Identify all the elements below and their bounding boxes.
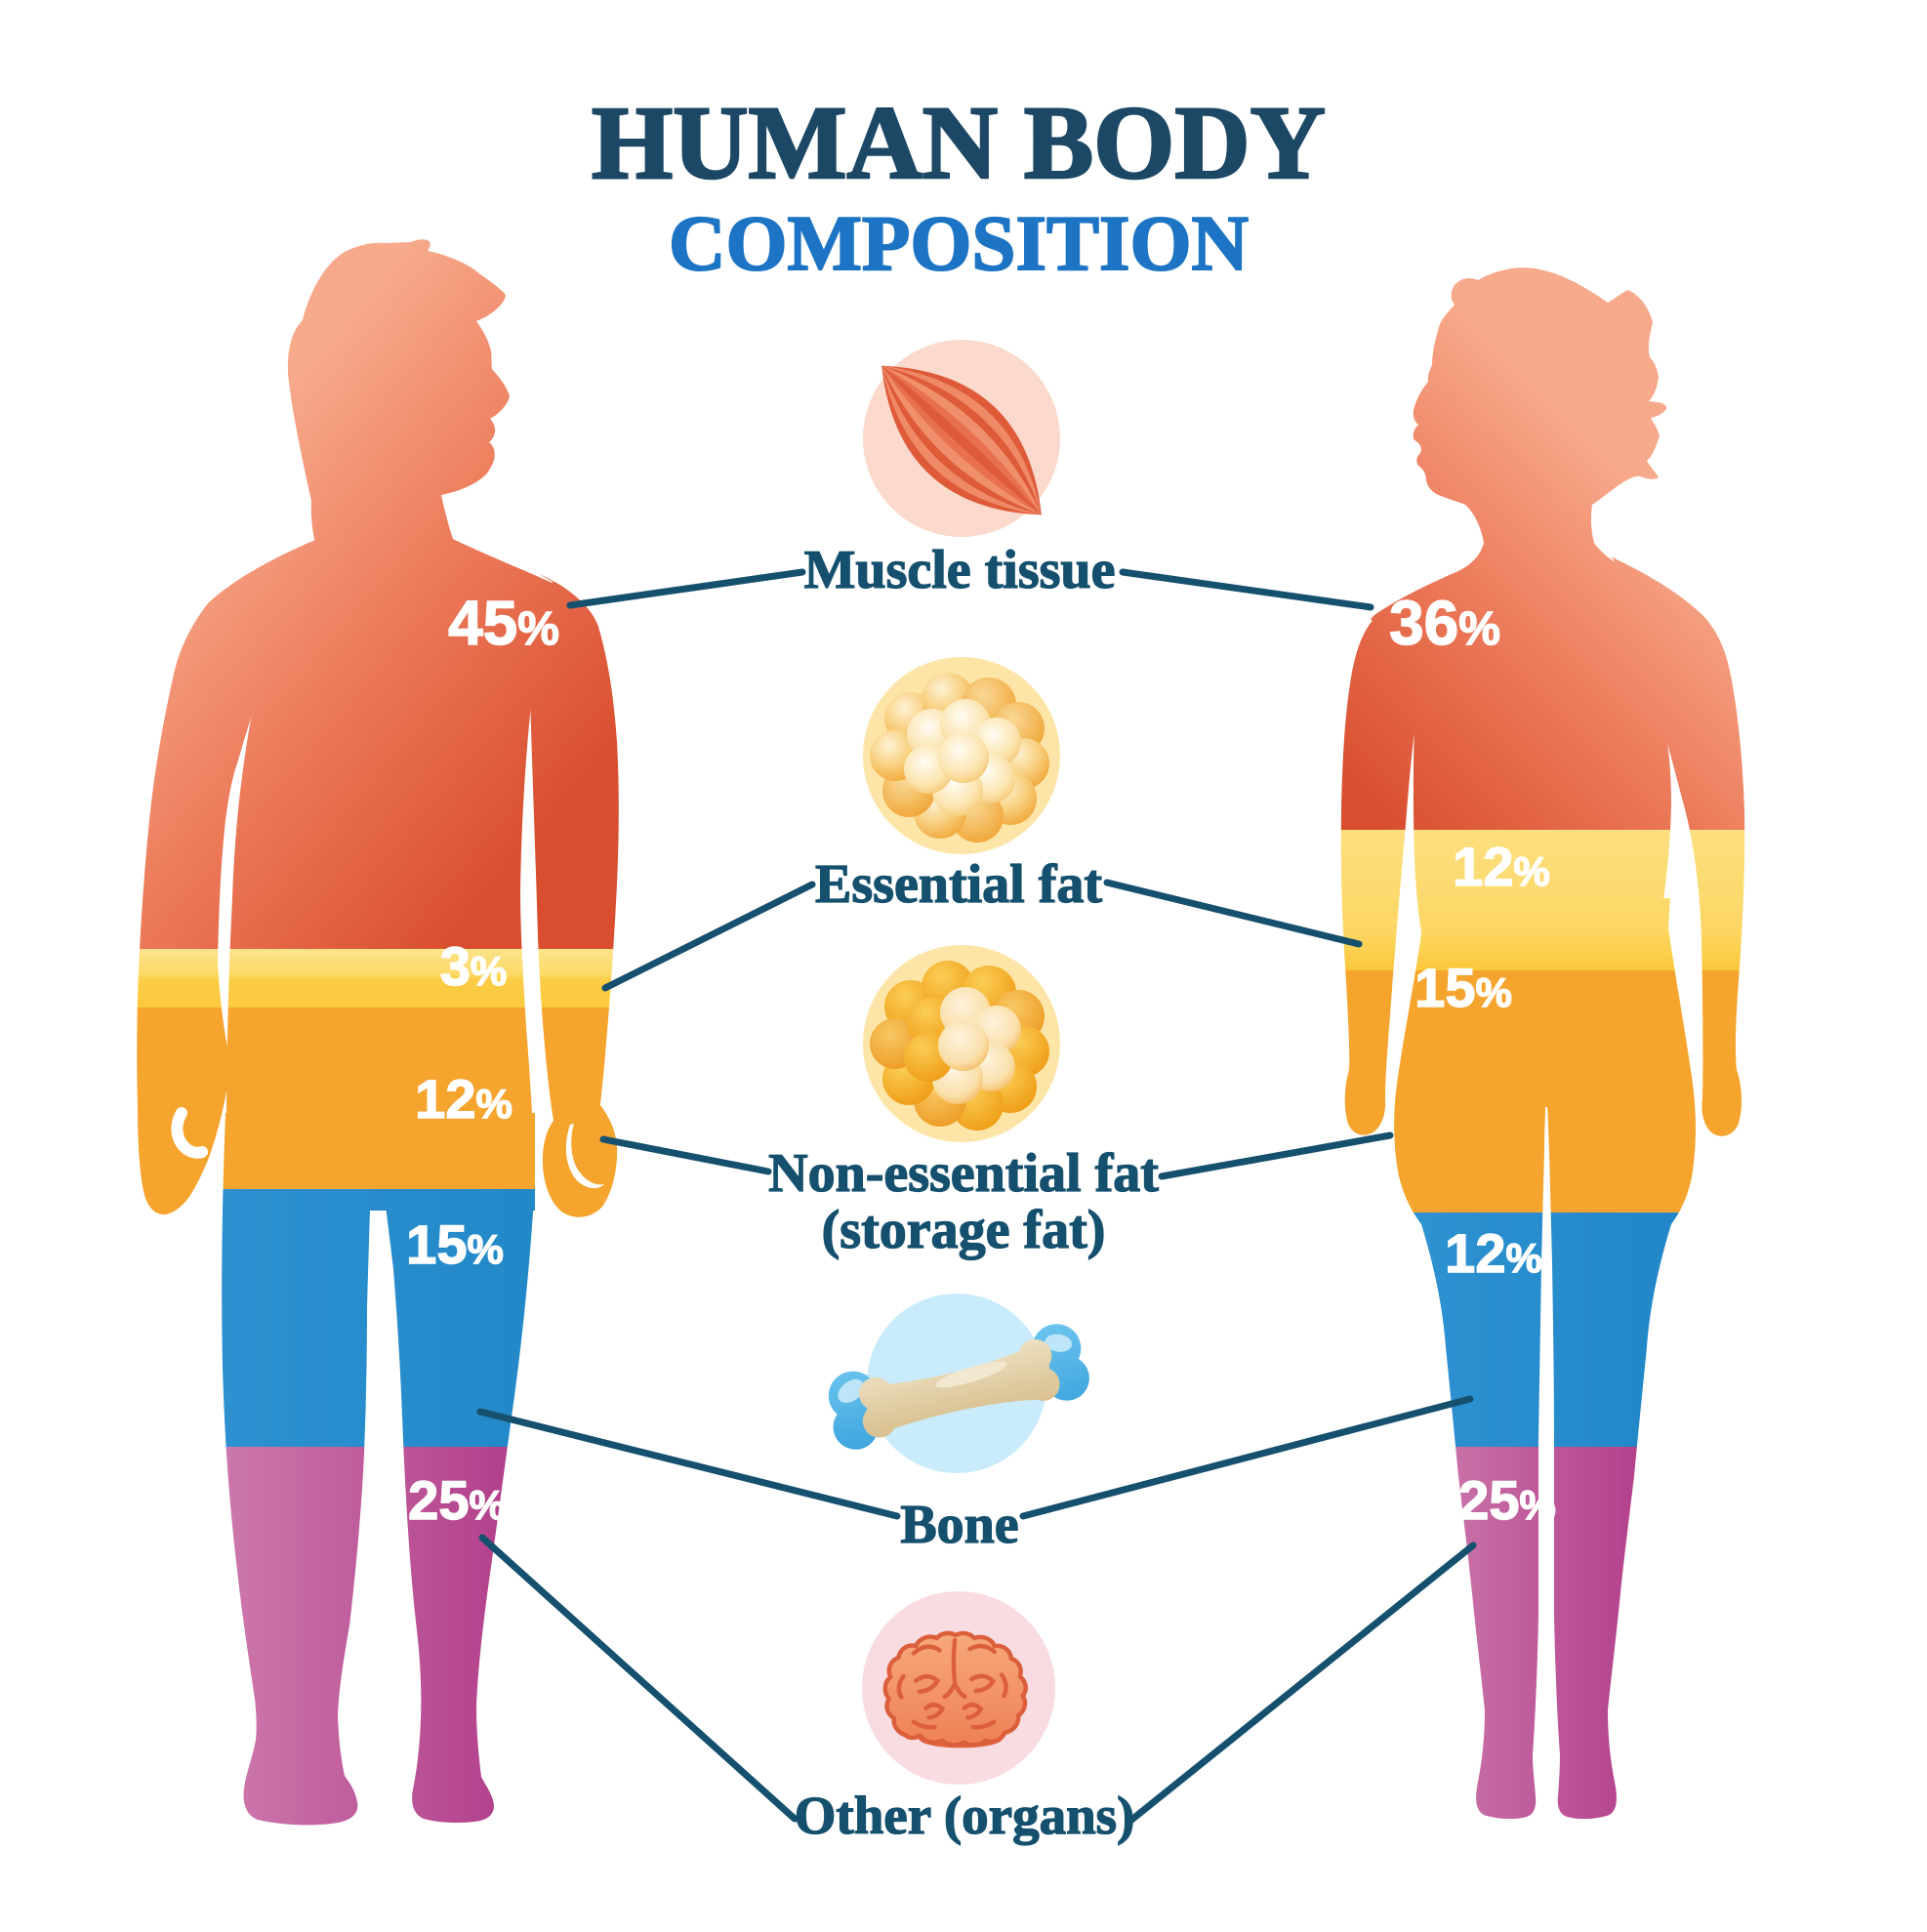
- svg-text:12%: 12%: [1453, 836, 1550, 897]
- svg-text:Muscle tissue: Muscle tissue: [804, 540, 1116, 600]
- svg-text:Other (organs): Other (organs): [795, 1786, 1135, 1845]
- svg-text:15%: 15%: [406, 1213, 504, 1275]
- svg-text:Non-essential fat: Non-essential fat: [768, 1143, 1159, 1204]
- svg-text:25%: 25%: [408, 1469, 506, 1531]
- svg-text:25%: 25%: [1458, 1469, 1556, 1531]
- svg-text:15%: 15%: [1414, 957, 1512, 1018]
- svg-text:12%: 12%: [415, 1068, 512, 1130]
- svg-text:3%: 3%: [440, 935, 508, 997]
- svg-text:36%: 36%: [1389, 588, 1500, 658]
- svg-text:45%: 45%: [448, 588, 559, 658]
- svg-text:(storage fat): (storage fat): [822, 1200, 1106, 1260]
- svg-text:COMPOSITION: COMPOSITION: [669, 199, 1249, 287]
- svg-text:HUMAN BODY: HUMAN BODY: [592, 86, 1326, 201]
- svg-text:12%: 12%: [1445, 1222, 1542, 1284]
- svg-text:Essential fat: Essential fat: [815, 854, 1102, 915]
- svg-text:Bone: Bone: [900, 1495, 1018, 1555]
